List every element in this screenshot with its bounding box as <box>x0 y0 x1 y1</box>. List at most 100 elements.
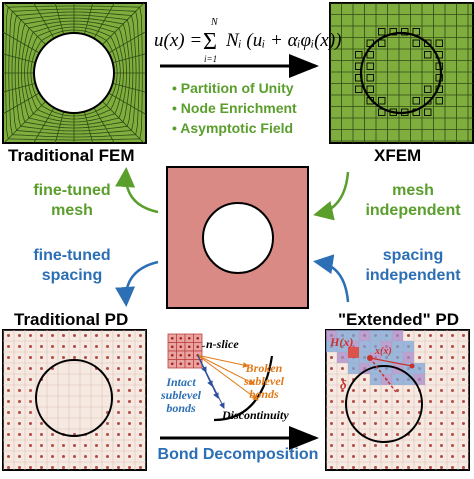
pd-material-point <box>51 433 54 436</box>
epd-material-point <box>363 378 366 381</box>
xfem-enriched-node <box>366 51 374 59</box>
pd-material-point <box>117 433 120 436</box>
epd-material-point <box>462 455 465 458</box>
pd-material-point <box>139 466 142 469</box>
epd-material-point <box>396 444 399 447</box>
epd-material-point <box>407 400 410 403</box>
pd-material-point <box>128 356 131 359</box>
inset-sub-point <box>196 336 200 340</box>
epd-material-point <box>407 455 410 458</box>
epd-material-point <box>451 367 454 370</box>
pd-material-point <box>40 455 43 458</box>
pd-grid-panel <box>2 329 147 471</box>
epd-material-point <box>418 433 421 436</box>
fem-ring-line <box>5 5 143 141</box>
inset-broken-bond <box>197 354 255 385</box>
pd-material-point <box>62 334 65 337</box>
inset-line: Intact <box>166 375 196 389</box>
pd-material-point <box>117 444 120 447</box>
epd-enriched-cell <box>381 341 392 352</box>
pd-material-point <box>40 345 43 348</box>
pd-material-point <box>40 422 43 425</box>
epd-material-point <box>341 444 344 447</box>
epd-material-point <box>418 345 421 348</box>
epd-material-point <box>462 411 465 414</box>
epd-material-point <box>396 433 399 436</box>
epd-material-point <box>396 411 399 414</box>
epd-material-point <box>429 378 432 381</box>
epd-material-point <box>429 466 432 469</box>
pd-material-point <box>128 345 131 348</box>
pd-material-point <box>7 334 10 337</box>
epd-material-point <box>407 444 410 447</box>
pd-material-point <box>73 455 76 458</box>
pd-material-point <box>117 422 120 425</box>
fem-ring-line <box>17 17 131 129</box>
epd-material-point <box>451 466 454 469</box>
pd-material-point <box>62 356 65 359</box>
label-spacing-independent: spacing independent <box>356 246 470 286</box>
xfem-enriched-node <box>389 28 397 36</box>
epd-material-point <box>440 378 443 381</box>
pd-material-point <box>7 455 10 458</box>
sigma-symbol: Σ <box>203 29 217 55</box>
epd-material-point <box>352 466 355 469</box>
epd-enriched-cell <box>370 363 381 374</box>
epd-enriched-cell <box>403 352 414 363</box>
caption-bond-decomposition: Bond Decomposition <box>157 446 319 463</box>
epd-material-point <box>407 411 410 414</box>
fem-ring-line <box>27 26 121 120</box>
pd-material-point <box>7 378 10 381</box>
label-line: spacing <box>41 267 103 284</box>
pd-material-point <box>18 433 21 436</box>
pd-material-point <box>139 455 142 458</box>
epd-material-point <box>385 433 388 436</box>
xfem-enriched-node <box>424 51 432 59</box>
epd-material-point <box>429 356 432 359</box>
epd-enriched-cell <box>337 352 348 363</box>
pd-material-point <box>18 367 21 370</box>
pd-material-point <box>73 334 76 337</box>
xfem-enriched-node <box>435 97 443 105</box>
epd-enriched-cell <box>359 352 370 363</box>
epd-material-point <box>462 378 465 381</box>
inset-sub-point <box>179 336 183 340</box>
arrow-to-fem <box>115 167 159 214</box>
formula-body: Nᵢ (uᵢ + αᵢφᵢ(x)) <box>226 30 342 51</box>
epd-material-point <box>341 411 344 414</box>
xfem-enriched-node <box>424 85 432 93</box>
arrow-from-epd <box>313 254 350 303</box>
inset-sub-point <box>196 362 200 366</box>
fem-ring-line <box>20 20 128 126</box>
fem-ring-line <box>30 29 118 117</box>
epd-material-point <box>451 345 454 348</box>
pd-material-point <box>18 400 21 403</box>
epd-material-point <box>451 378 454 381</box>
inset-n-slice-pointer <box>201 345 206 348</box>
pd-material-point <box>117 345 120 348</box>
epd-enriched-cell <box>326 330 337 341</box>
inset-line: sublevel <box>244 374 284 388</box>
pd-material-point <box>29 422 32 425</box>
pd-material-point <box>106 345 109 348</box>
pd-material-point <box>106 466 109 469</box>
epd-material-point <box>407 422 410 425</box>
epd-material-point <box>385 455 388 458</box>
epd-material-point <box>462 356 465 359</box>
epd-delta-symbol: δ <box>340 377 347 392</box>
epd-material-point <box>363 455 366 458</box>
pd-material-point <box>139 433 142 436</box>
epd-material-point <box>440 389 443 392</box>
epd-enriched-cell <box>337 330 348 341</box>
pd-material-point <box>139 389 142 392</box>
pd-material-point <box>18 334 21 337</box>
pd-material-point <box>106 433 109 436</box>
pd-material-point <box>117 455 120 458</box>
inset-sub-point <box>179 353 183 357</box>
epd-crack-circle <box>345 365 423 443</box>
pd-material-point <box>51 444 54 447</box>
epd-material-point <box>385 466 388 469</box>
epd-material-point <box>451 411 454 414</box>
title-traditional-fem: Traditional FEM <box>8 146 135 165</box>
pd-material-point <box>128 455 131 458</box>
